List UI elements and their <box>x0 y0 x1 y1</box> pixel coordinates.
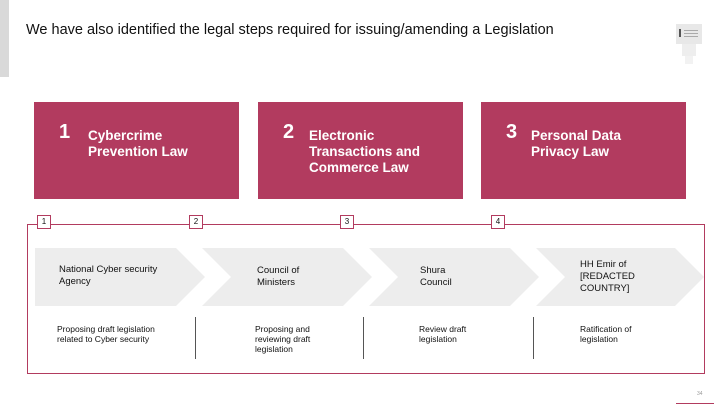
step-entity: Council of Ministers <box>257 265 300 288</box>
process-chevron-4: HH Emir of [REDACTED COUNTRY] <box>536 248 707 306</box>
step-entity: HH Emir of [REDACTED COUNTRY] <box>580 259 635 294</box>
column-divider <box>533 317 534 359</box>
process-chevron-3: Shura Council <box>369 248 540 306</box>
chevron-shape <box>536 248 704 306</box>
process-chevron-1: National Cyber security Agency <box>35 248 206 306</box>
step-number-4: 4 <box>491 215 505 229</box>
step-description-3: Review draft legislation <box>419 324 467 344</box>
law-number: 1 <box>59 121 71 143</box>
law-card-1: 1 Cybercrime Prevention Law <box>34 102 239 199</box>
column-divider <box>363 317 364 359</box>
left-accent-strip <box>0 0 9 77</box>
law-number: 3 <box>506 121 518 143</box>
law-number: 2 <box>283 121 295 143</box>
law-card-3: 3 Personal Data Privacy Law <box>481 102 686 199</box>
step-description-4: Ratification of legislation <box>580 324 632 344</box>
law-name: Electronic Transactions and Commerce Law <box>309 128 421 175</box>
law-name: Cybercrime Prevention Law <box>88 128 188 159</box>
company-logo <box>676 24 702 68</box>
step-description-1: Proposing draft legislation related to C… <box>57 324 155 344</box>
process-frame <box>27 224 705 374</box>
step-number-2: 2 <box>189 215 203 229</box>
step-entity: Shura Council <box>420 265 452 288</box>
step-number-3: 3 <box>340 215 354 229</box>
step-number-1: 1 <box>37 215 51 229</box>
footer-accent-line <box>676 403 714 404</box>
process-chevron-2: Council of Ministers <box>202 248 373 306</box>
law-name: Personal Data Privacy Law <box>531 128 622 159</box>
step-description-2: Proposing and reviewing draft legislatio… <box>255 324 311 354</box>
step-entity: National Cyber security Agency <box>59 264 158 287</box>
page-number: 34 <box>697 391 703 397</box>
slide-title: We have also identified the legal steps … <box>26 22 554 38</box>
chevron-shape <box>202 248 372 306</box>
chevron-shape <box>369 248 539 306</box>
chevron-shape <box>35 248 205 306</box>
column-divider <box>195 317 196 359</box>
law-card-2: 2 Electronic Transactions and Commerce L… <box>258 102 463 199</box>
